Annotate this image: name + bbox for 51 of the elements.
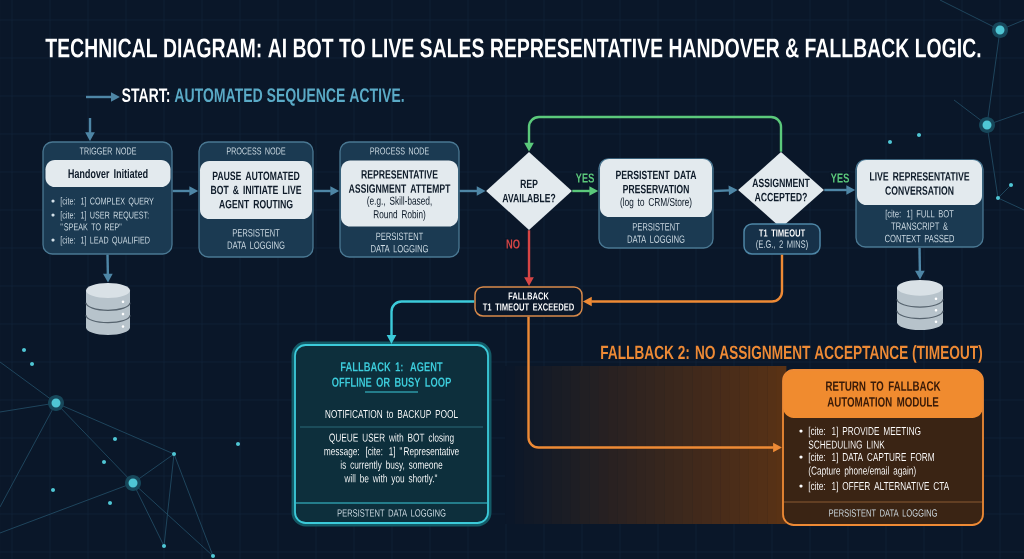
footer-text: PERSISTENT DATA LOGGING (627, 223, 685, 243)
title-text: REPRESENTATIVE ASSIGNMENT ATTEMPT (348, 170, 451, 193)
heading-text: FALLBACK 2: NO ASSIGNMENT ACCEPTANCE (TIMEOUT) (601, 345, 983, 363)
title-text: LIVE REPRESENTATIVE CONVERSATION (870, 172, 970, 195)
fallback-panel (782, 369, 984, 526)
title-text: PAUSE AUTOMATED BOT & INITIATE LIVE AGENT ROUTING (211, 171, 302, 209)
list-item: [cite: 1] LEAD QUALIFIED (60, 236, 150, 246)
title-text: FALLBACK (508, 292, 549, 300)
process-box (341, 160, 458, 227)
process-box (857, 160, 982, 205)
fallback-panel (291, 341, 492, 527)
body-text: NOTIFICATION to BACKUP POOL (325, 409, 458, 419)
footer-text: PERSISTENT DATA LOGGING (371, 232, 428, 253)
title-text: PERSISTENT DATA PRESERVATION (616, 170, 697, 194)
decision-diamond (486, 152, 572, 230)
title-text: REP AVAILABLE? (502, 179, 556, 203)
arrow (524, 115, 783, 152)
database-cylinder (85, 283, 131, 335)
title-text: T1 TIMEOUT (758, 229, 806, 237)
footer-text: PERSISTENT DATA LOGGING (337, 509, 446, 517)
fallback-box (474, 286, 583, 317)
subtitle-text: (log to CRM/Store) (620, 197, 692, 209)
header-text: TRIGGER NODE (79, 147, 137, 155)
header-text: PROCESS NODE (226, 147, 286, 155)
label-box (45, 160, 171, 187)
edge-label: YES (574, 172, 596, 184)
title: TECHNICAL DIAGRAM: AI BOT TO LIVE SALES REPRESENTATIVE HANDOVER & FALLBACK LOGIC. (45, 38, 981, 58)
edge-label: NO (504, 238, 522, 250)
title-text: FALLBACK 1: AGENT OFFLINE OR BUSY LOOP (332, 362, 451, 387)
timeout-box (743, 223, 821, 255)
list-item: [cite: 1] PROVIDE MEETING SCHEDULING LINK (808, 426, 921, 449)
process-box (200, 161, 312, 219)
list-item: [cite: 1] DATA CAPTURE FORM (Capture phone/email again) (808, 452, 934, 477)
process-box (600, 159, 712, 217)
subtitle-text: (E.G., 2 MINS) (756, 240, 808, 250)
list-item: [cite: 1] OFFER ALTERNATIVE CTA (808, 481, 950, 493)
title-text: RETURN TO FALLBACK AUTOMATION MODULE (826, 381, 941, 407)
title-text: Handover Initiated (68, 168, 148, 179)
database-cylinder (896, 280, 944, 330)
list-item: [cite: 1] USER REQUEST: "SPEAK TO REP" (60, 211, 149, 231)
start-text: START: AUTOMATED SEQUENCE ACTIVE. (122, 88, 404, 106)
header-text: PROCESS NODE (370, 147, 429, 155)
title-text: T1 TIMEOUT EXCEEDED (482, 303, 574, 311)
body-text: [cite: 1] FULL BOT TRANSCRIPT & CONTEXT PASSED (885, 209, 955, 243)
footer-text: PERSISTENT DATA LOGGING (829, 509, 937, 517)
subtitle-text: (e.g., Skill-based, Round Robin) (367, 196, 432, 221)
edge-label: YES (829, 172, 851, 184)
list-item: [cite: 1] COMPLEX QUERY (60, 197, 154, 207)
body-text: QUEUE USER with BOT closing message: [cite: 1] "Representative is currently busy, someone will be with you shortly." (324, 433, 459, 485)
footer-text: PERSISTENT DATA LOGGING (227, 229, 285, 249)
title-text: ASSIGNMENT ACCEPTED? (752, 178, 810, 202)
